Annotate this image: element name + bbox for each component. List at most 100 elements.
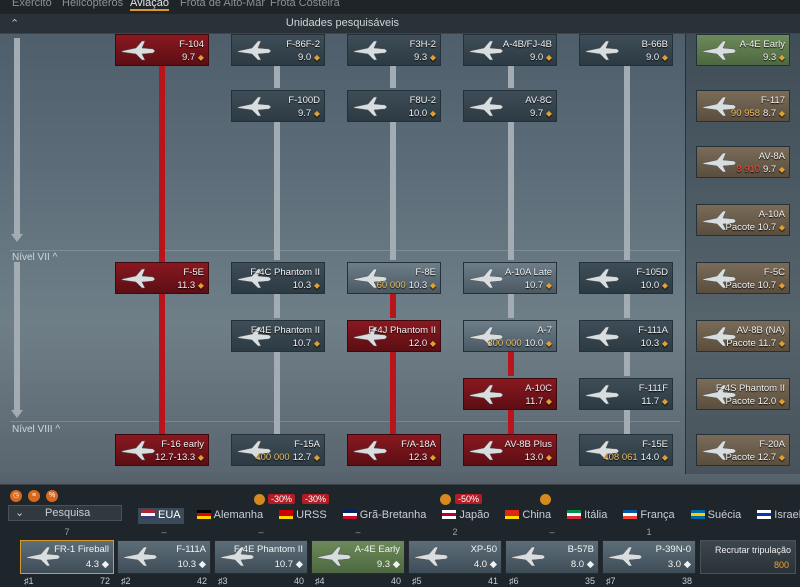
br-value: Pacote 12.0	[725, 396, 779, 407]
nation-tab[interactable]: EUA	[138, 508, 184, 524]
nation-tab[interactable]: URSS	[276, 508, 330, 524]
red-link-line	[508, 352, 514, 376]
red-link-line	[159, 294, 165, 434]
diamond-icon: ◆	[661, 339, 668, 348]
diamond-icon: ◆	[545, 109, 552, 118]
vehicle-name: A-10A Late	[504, 267, 552, 278]
aircraft-icon	[701, 267, 737, 289]
br-value: 12.3	[408, 452, 430, 463]
vehicle-card[interactable]: AV-8B (NA)Pacote 11.7 ◆	[696, 320, 790, 352]
nation-tab[interactable]: Grã-Bretanha	[340, 508, 430, 524]
tier-progress-line	[14, 38, 20, 234]
tab-exercito[interactable]: Exército	[12, 0, 52, 9]
nation-tab[interactable]: Israel	[754, 508, 800, 524]
link-line	[624, 410, 630, 434]
tab-helicopteros[interactable]: Helicópteros	[62, 0, 124, 9]
nation-label: Itália	[584, 509, 608, 521]
br-value: 10.3	[640, 338, 662, 349]
vehicle-name: A-10A	[758, 209, 785, 220]
tier-separator	[10, 421, 680, 422]
percent-icon[interactable]: %	[46, 490, 59, 502]
aircraft-icon	[236, 95, 272, 117]
search-dropdown[interactable]: ⌄ Pesquisa	[8, 505, 122, 521]
battle-rating: 10.3 ◆	[177, 559, 206, 570]
battle-rating: 9.7 ◆	[182, 52, 204, 63]
clock-icon[interactable]: ◷	[10, 490, 22, 502]
br-value: 9.7	[529, 108, 546, 119]
list-icon	[540, 494, 551, 505]
vehicle-name: F/A-18A	[401, 439, 436, 450]
nation-tab[interactable]: Japão	[439, 508, 492, 524]
nation-tab[interactable]: Suécia	[688, 508, 745, 524]
vehicle-name: A-4E Early	[354, 544, 400, 555]
diamond-icon: ◆	[661, 453, 668, 462]
br-value: 9.7	[762, 164, 779, 175]
aircraft-icon	[352, 325, 388, 347]
crew-points: 72	[99, 576, 110, 586]
recruit-crew-button[interactable]: Recrutar tripulação 800	[700, 540, 796, 574]
crew-number: ♯1	[24, 576, 34, 586]
aircraft-icon	[701, 39, 737, 61]
nation-tab[interactable]: Alemanha	[194, 508, 267, 524]
double-chevron-up-icon[interactable]: ⌃	[10, 18, 20, 30]
nation-tab[interactable]: França	[620, 508, 677, 524]
list-icon[interactable]: ≡	[28, 490, 41, 502]
tab-aviacao[interactable]: Aviação	[130, 0, 169, 11]
tab-frota-costeira[interactable]: Frota Costeira	[270, 0, 340, 9]
battle-rating: 10.3 ◆	[641, 338, 668, 349]
research-header: ⌃ Unidades pesquisáveis	[0, 14, 800, 34]
tab-frota-alto-mar[interactable]: Frota de Alto-Mar	[180, 0, 265, 9]
nation-tab[interactable]: Itália	[564, 508, 610, 524]
diamond-icon: ◆	[661, 397, 668, 406]
discount-badge: -30%	[268, 494, 296, 504]
crew-level: –	[549, 527, 555, 537]
vehicle-name: AV-8B (NA)	[736, 325, 785, 336]
nation-tab[interactable]: China	[502, 508, 554, 524]
